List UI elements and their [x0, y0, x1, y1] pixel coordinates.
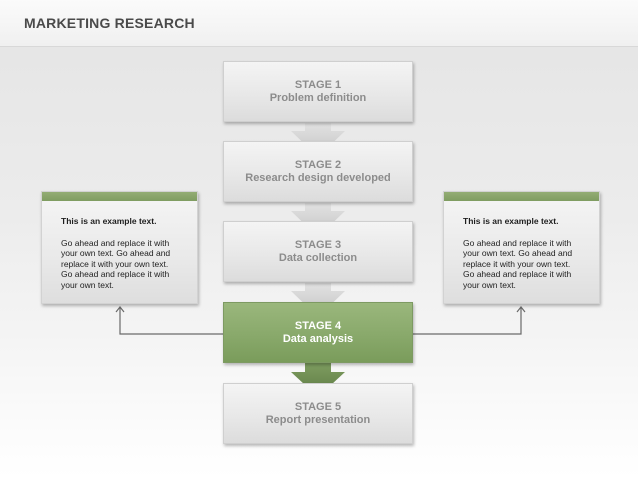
stage-2-box: STAGE 2 Research design developed	[223, 141, 413, 202]
stage-5-text: Report presentation	[265, 413, 371, 426]
stage-4-box: STAGE 4 Data analysis	[223, 302, 413, 363]
stage-3-text: Data collection	[278, 251, 358, 264]
stage-5-label: STAGE 5	[294, 400, 342, 413]
note-left-text: Go ahead and replace it with your own te…	[61, 237, 171, 290]
stage-4-label: STAGE 4	[294, 319, 342, 332]
header-bar: MARKETING RESEARCH	[0, 0, 638, 47]
down-arrow-2-3	[291, 203, 345, 237]
stage-3-box: STAGE 3 Data collection	[223, 221, 413, 282]
stage-3-label: STAGE 3	[294, 238, 342, 251]
stage-4-text: Data analysis	[282, 332, 354, 345]
stage-1-box: STAGE 1 Problem definition	[223, 61, 413, 122]
down-arrow-3-4	[291, 283, 345, 317]
note-right-text: Go ahead and replace it with your own te…	[463, 237, 573, 290]
connector-right-arrowhead	[516, 306, 526, 313]
note-right: This is an example text. Go ahead and re…	[443, 191, 600, 304]
note-right-heading: This is an example text.	[463, 216, 559, 226]
connector-right	[413, 308, 522, 335]
connector-left	[119, 308, 223, 335]
stage-2-label: STAGE 2	[294, 158, 342, 171]
stage-5-box: STAGE 5 Report presentation	[223, 383, 413, 444]
down-arrow-4-5	[291, 363, 345, 397]
note-left-header-bar	[42, 192, 197, 201]
stage-2-text: Research design developed	[245, 171, 391, 184]
connector-left-arrowhead	[115, 306, 125, 313]
stage-1-text: Problem definition	[269, 91, 367, 104]
note-right-header-bar	[444, 192, 599, 201]
down-arrow-1-2	[291, 123, 345, 157]
page-title: MARKETING RESEARCH	[24, 15, 195, 31]
stage-1-label: STAGE 1	[294, 78, 342, 91]
note-left: This is an example text. Go ahead and re…	[41, 191, 198, 304]
note-left-heading: This is an example text.	[61, 216, 157, 226]
